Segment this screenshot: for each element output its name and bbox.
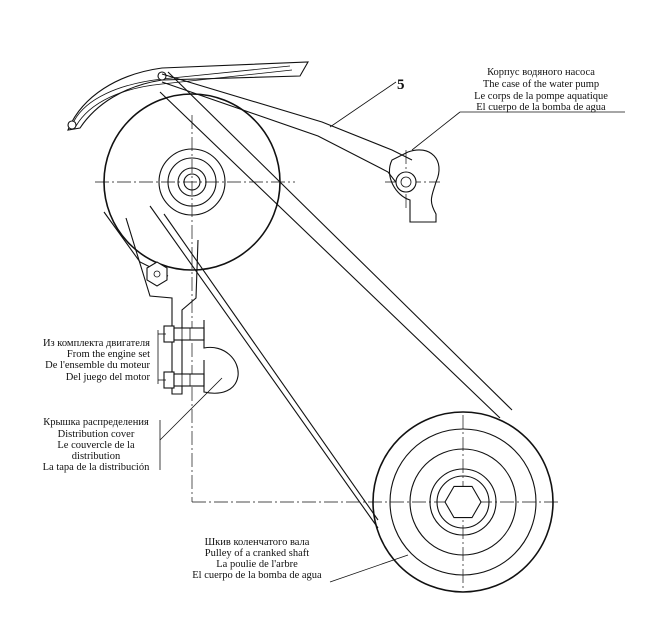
distribution-cover-label: Крышка распределения Distribution cover … xyxy=(43,417,150,473)
distribution-cover-label-es: La tapa de la distribución xyxy=(43,462,150,473)
tension-strap xyxy=(67,61,309,131)
water-pump-case xyxy=(388,149,440,223)
tension-strap-slot-edge-2 xyxy=(73,65,291,122)
water-pump-assembly xyxy=(161,73,440,223)
distribution-cover-label-ru: Крышка распределения xyxy=(43,417,149,428)
crankshaft-pulley-outer xyxy=(372,411,554,593)
crankshaft-pulley-ring-2 xyxy=(429,468,497,536)
crankshaft-pulley-label-en: Pulley of a cranked shaft xyxy=(205,548,309,559)
center-lines xyxy=(95,115,560,590)
lower-bolt-shank xyxy=(173,373,205,387)
belt-outer-upper-run xyxy=(159,91,501,419)
water-pump-case-label-en: The case of the water pump xyxy=(483,79,599,90)
strap-end-bolt-icon xyxy=(67,120,77,130)
distribution-cover-leader xyxy=(159,377,223,441)
belt-inner-upper-run xyxy=(167,71,513,411)
leader-lines xyxy=(157,81,625,583)
generator-pulley-ring-3 xyxy=(158,148,226,216)
engine-set-label: Из комплекта двигателя From the engine s… xyxy=(43,338,151,383)
tension-strap-slot-edge xyxy=(75,69,293,127)
part5-leader xyxy=(329,81,397,128)
water-pump-case-label-es: El cuerpo de la bomba de agua xyxy=(476,102,606,113)
generator-pulley-ring-2 xyxy=(167,157,217,207)
upper-bolt-shank xyxy=(173,327,205,341)
crankshaft-hex-nut-icon xyxy=(444,485,482,519)
belt-inner-lower-run xyxy=(149,205,379,529)
engine-set-label-fr: De l'ensemble du moteur xyxy=(45,360,150,371)
bracket-hex-bolt-icon xyxy=(146,261,168,287)
engine-set-label-en: From the engine set xyxy=(67,349,150,360)
distribution-cover-outline xyxy=(203,320,239,394)
distribution-cover-label-en: Distribution cover xyxy=(58,429,135,440)
generator-shaft-nut-icon xyxy=(183,173,201,191)
crankshaft-pulley-ring-4 xyxy=(389,428,537,576)
water-pump-case-label: Корпус водяного насоса The case of the w… xyxy=(474,67,608,113)
crankshaft-pulley-label-es: El cuerpo de la bomba de agua xyxy=(192,570,322,581)
bracket-plate-outline xyxy=(125,217,199,395)
tension-strap-body xyxy=(67,61,309,131)
distribution-cover-label-fr-2: distribution xyxy=(72,451,121,462)
pump-case-leader xyxy=(411,111,461,151)
water-pump-case-label-fr: Le corps de la pompe aquatique xyxy=(474,91,608,102)
belt-outer-lower-run xyxy=(163,213,379,521)
bracket-hex-bolt-center-icon xyxy=(153,270,161,278)
engine-set-label-es: Del juego del motor xyxy=(66,372,151,383)
crankshaft-pulley xyxy=(372,411,554,593)
crankshaft-pulley-ring-1 xyxy=(436,475,490,529)
generator-pulley-ring-1 xyxy=(177,167,207,197)
crankshaft-pulley-label-ru: Шкив коленчатого вала xyxy=(205,537,310,548)
crankshaft-pulley-label-fr: La poulie de l'arbre xyxy=(216,559,298,570)
pump-bolt-head-icon xyxy=(395,171,417,193)
drive-belt xyxy=(149,71,513,529)
distribution-cover-label-fr: Le couvercle de la xyxy=(57,440,135,451)
water-pump-case-label-ru: Корпус водяного насоса xyxy=(487,67,595,78)
crankshaft-pulley-leader xyxy=(329,554,409,583)
engine-mounting-bolts xyxy=(163,325,205,389)
part-number-5: 5 xyxy=(397,77,405,93)
crankshaft-pulley-label: Шкив коленчатого вала Pulley of a cranke… xyxy=(192,537,322,581)
pump-bolt-inner-icon xyxy=(400,176,412,188)
crankshaft-pulley-ring-3 xyxy=(409,448,517,556)
generator-bracket xyxy=(103,211,199,395)
engine-set-label-ru: Из комплекта двигателя xyxy=(43,338,150,349)
adjusting-arm-lower-edge xyxy=(161,81,403,191)
adjusting-arm-upper-edge xyxy=(161,73,413,161)
strap-pivot-bolt-icon xyxy=(157,71,167,81)
